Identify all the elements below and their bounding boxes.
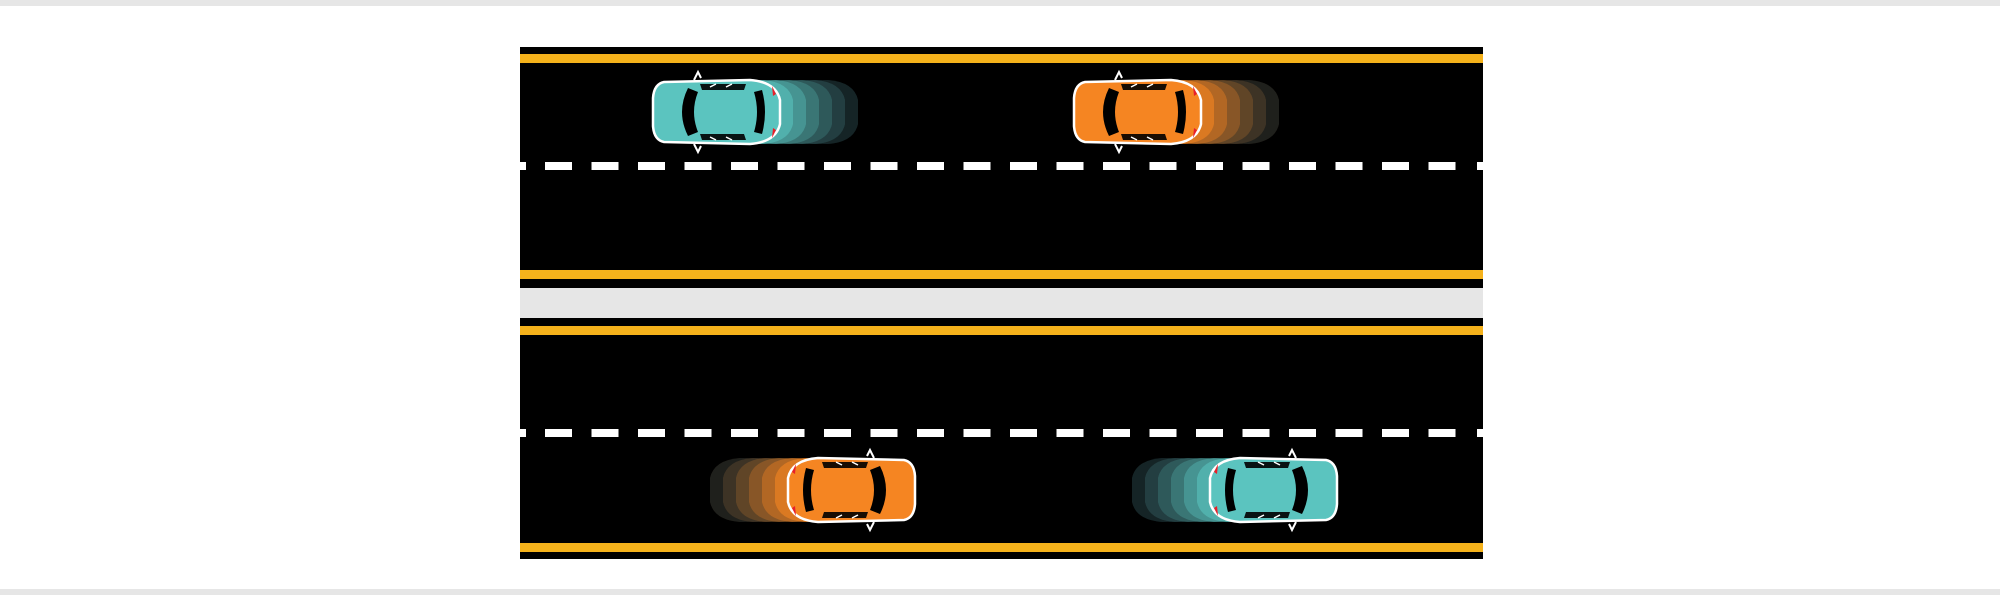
- lane-dash: [917, 162, 944, 170]
- lane-dash: [963, 162, 991, 170]
- lane-dash: [1477, 162, 1483, 170]
- lane-dash: [1103, 429, 1130, 437]
- lane-dash: [1196, 162, 1223, 170]
- lane-dash: [638, 429, 665, 437]
- lane-dash: [1149, 429, 1177, 437]
- lane-dash: [591, 162, 619, 170]
- teal-car-body: [1208, 447, 1339, 533]
- lower-roadway: [520, 318, 1483, 559]
- orange-car-body: [1072, 69, 1203, 155]
- lane-dash: [591, 429, 619, 437]
- lane-dash: [731, 162, 758, 170]
- upper-inner-edge-line: [520, 270, 1483, 279]
- lane-dash: [777, 162, 805, 170]
- lane-dash: [684, 162, 712, 170]
- lane-dash: [520, 429, 526, 437]
- upper-outer-edge-line: [520, 54, 1483, 63]
- lower-outer-edge-line: [520, 543, 1483, 552]
- lane-dash: [777, 429, 805, 437]
- lower-inner-edge-line: [520, 326, 1483, 335]
- orange-car-upper: [1072, 69, 1279, 155]
- lane-dash: [520, 162, 526, 170]
- top-frame-rule: [0, 0, 2000, 6]
- lane-dash: [1242, 429, 1270, 437]
- orange-car-lower: [710, 447, 917, 533]
- lane-dash: [870, 429, 898, 437]
- lane-dash: [1242, 162, 1270, 170]
- lane-dash: [1149, 162, 1177, 170]
- teal-car-lower: [1132, 447, 1339, 533]
- lane-dash: [638, 162, 665, 170]
- lane-dash: [1056, 162, 1084, 170]
- lane-dash: [1196, 429, 1223, 437]
- lane-dash: [1428, 162, 1456, 170]
- lower-lane-divider: [520, 429, 1483, 437]
- lane-dash: [824, 429, 851, 437]
- lane-dash: [963, 429, 991, 437]
- median: [520, 288, 1483, 318]
- lane-dash: [1010, 162, 1037, 170]
- lane-dash: [1335, 429, 1363, 437]
- lane-dash: [1289, 429, 1316, 437]
- lane-dash: [1056, 429, 1084, 437]
- lane-dash: [1428, 429, 1456, 437]
- lane-dash: [731, 429, 758, 437]
- teal-car-body: [651, 69, 782, 155]
- lane-dash: [1103, 162, 1130, 170]
- orange-car-body: [786, 447, 917, 533]
- lane-dash: [545, 162, 572, 170]
- teal-car-upper: [651, 69, 858, 155]
- lane-dash: [545, 429, 572, 437]
- upper-lane-divider: [520, 162, 1483, 170]
- lane-dash: [824, 162, 851, 170]
- lane-dash: [1289, 162, 1316, 170]
- lane-dash: [870, 162, 898, 170]
- lower-asphalt: [520, 318, 1483, 559]
- lane-dash: [684, 429, 712, 437]
- lane-dash: [1335, 162, 1363, 170]
- bottom-frame-rule: [0, 589, 2000, 595]
- lane-dash: [1382, 429, 1409, 437]
- lane-dash: [1010, 429, 1037, 437]
- lane-dash: [1382, 162, 1409, 170]
- lane-dash: [1477, 429, 1483, 437]
- lane-dash: [917, 429, 944, 437]
